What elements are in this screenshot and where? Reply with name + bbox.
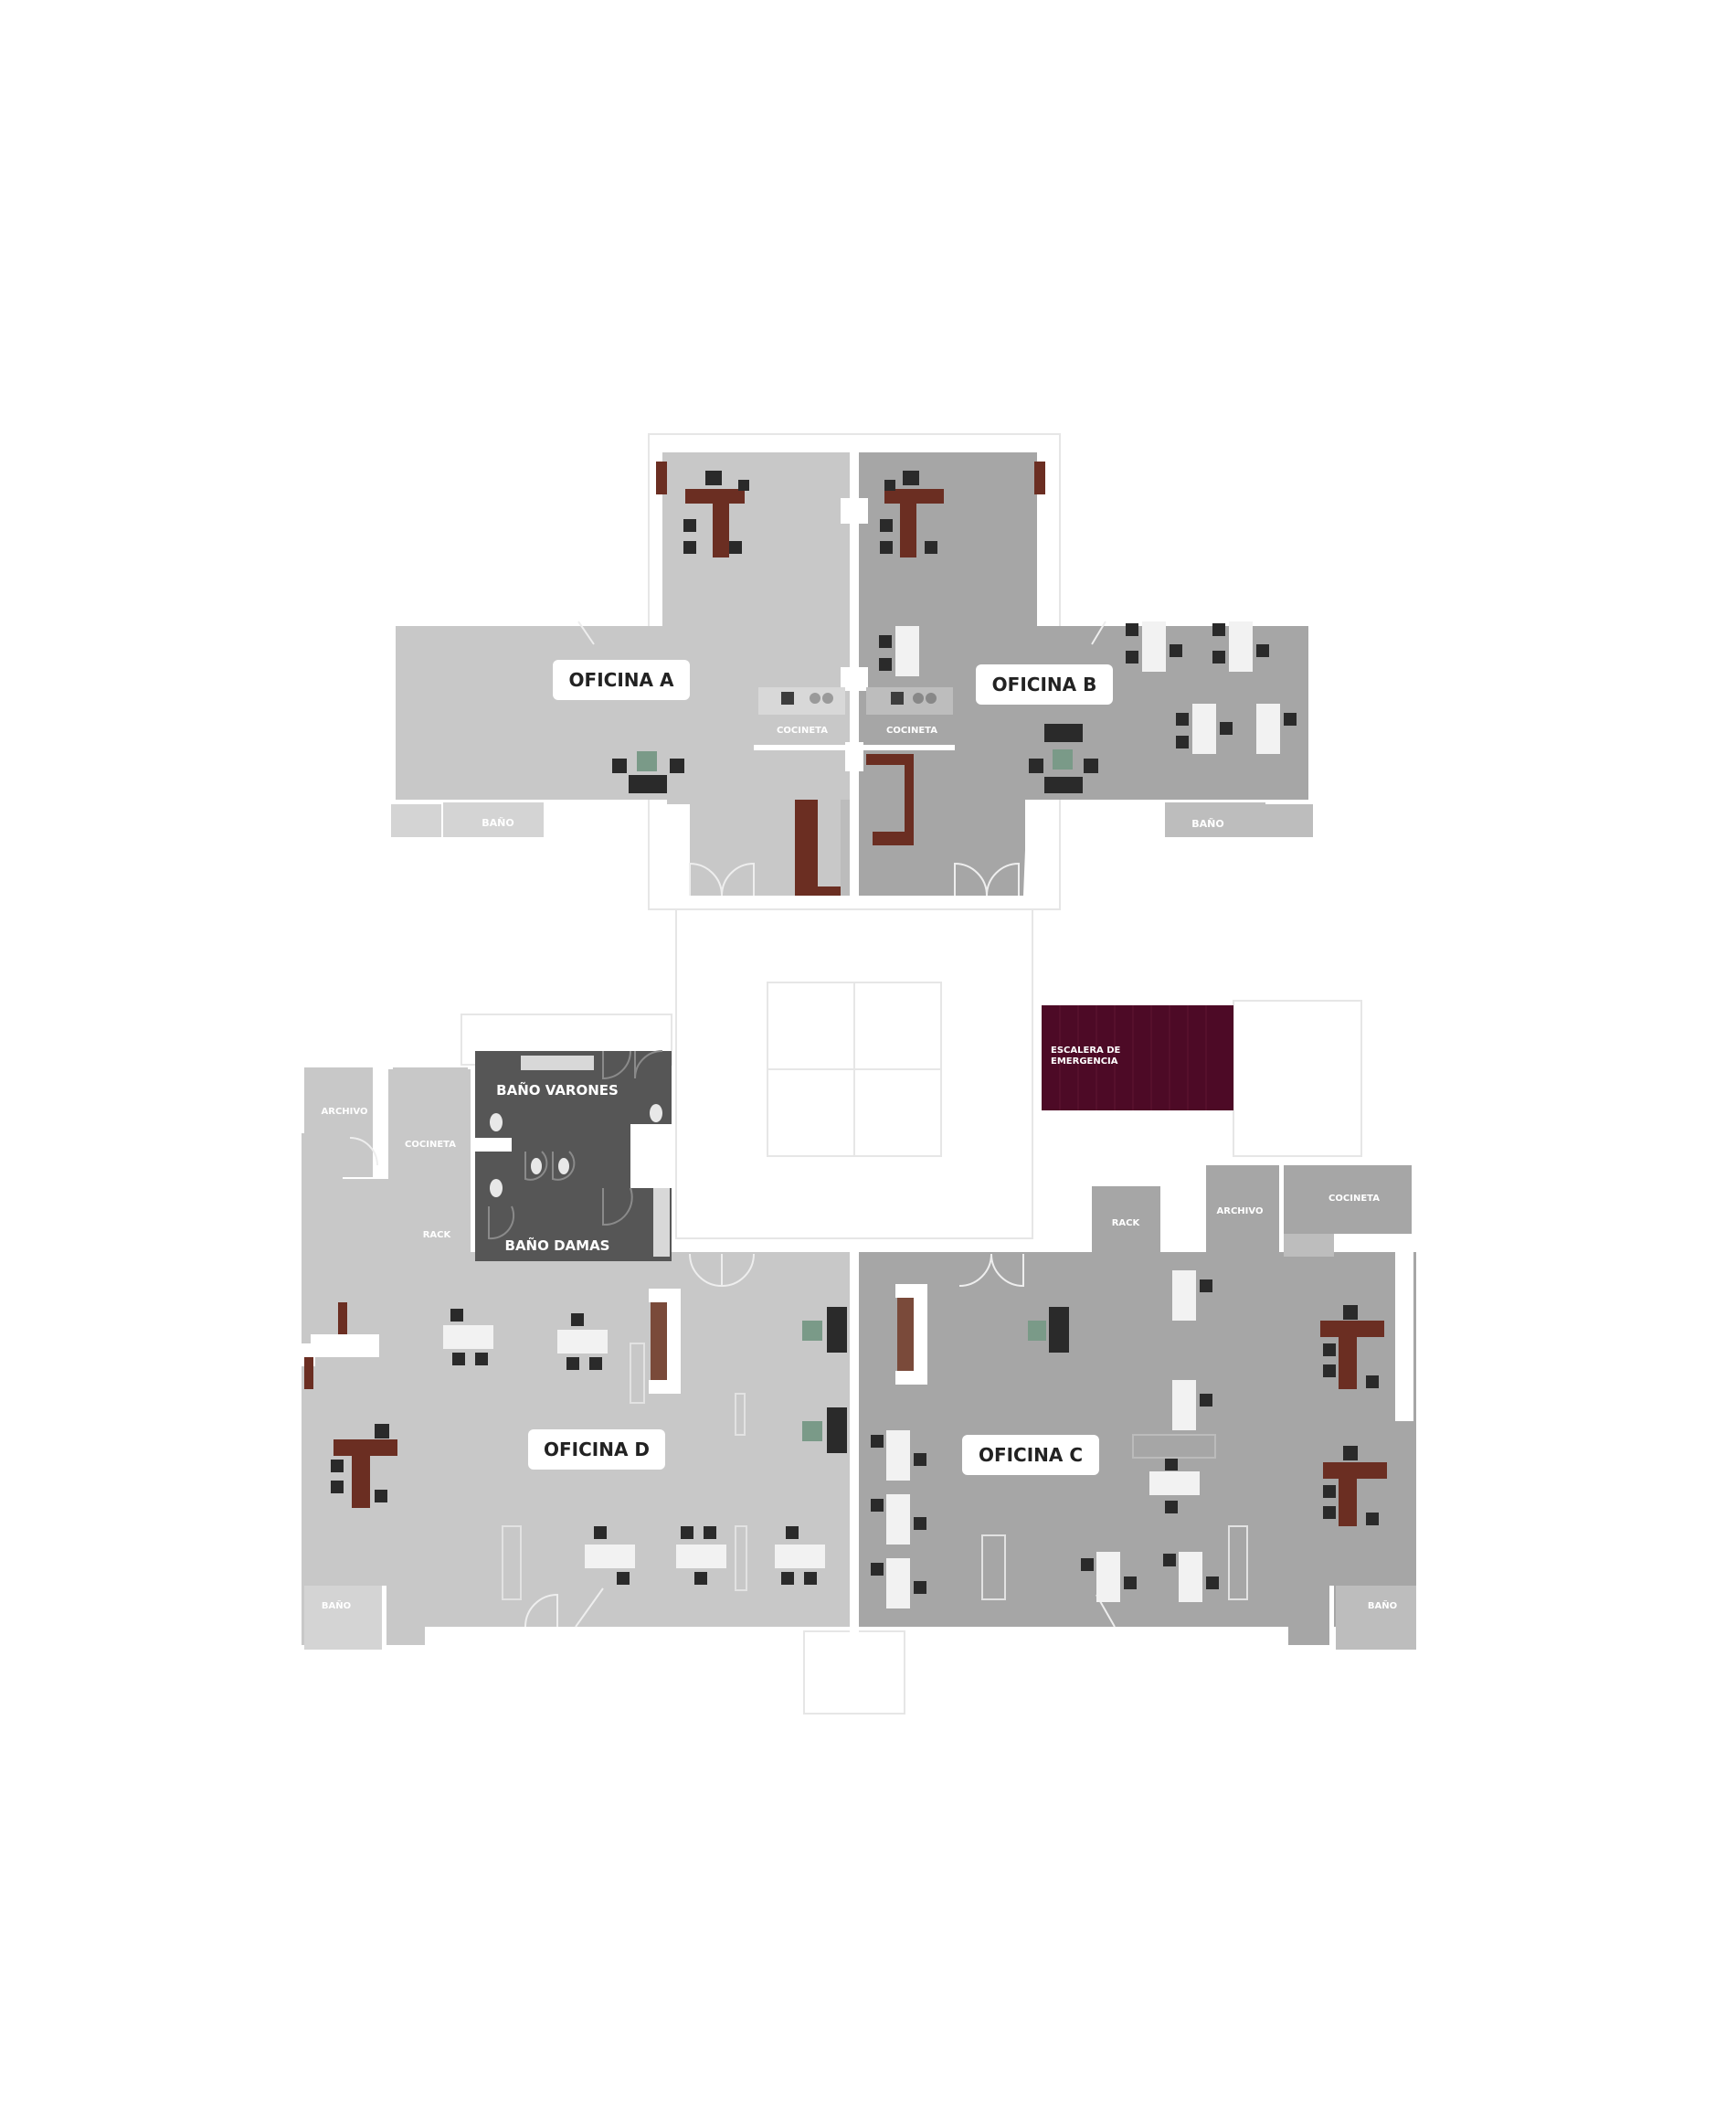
door-arcs-top xyxy=(577,621,1106,897)
label-cocineta-a: COCINETA xyxy=(777,726,828,736)
label-oficina-c-text: OFICINA C xyxy=(979,1444,1083,1466)
reception-counter-b xyxy=(873,754,914,845)
bano-d xyxy=(304,1586,382,1650)
stair-steps xyxy=(1059,1005,1207,1110)
label-oficina-c: OFICINA C xyxy=(962,1435,1099,1475)
emergency-stair xyxy=(1042,1005,1233,1110)
cocineta-b xyxy=(863,687,955,750)
lounges-bottom xyxy=(802,1307,1069,1453)
office-b-bathroom xyxy=(1165,802,1265,837)
label-rack-d: RACK xyxy=(423,1230,452,1240)
bano-damas xyxy=(475,1170,672,1261)
label-archivo-c: ARCHIVO xyxy=(1217,1206,1264,1216)
bano-c xyxy=(1336,1586,1416,1650)
label-archivo-d: ARCHIVO xyxy=(322,1107,368,1117)
label-oficina-a-text: OFICINA A xyxy=(569,669,674,691)
columns xyxy=(502,1343,1248,1600)
office-c xyxy=(859,1165,1416,1650)
cocineta-a xyxy=(754,687,845,750)
rack-d xyxy=(393,1205,468,1250)
label-bano-b: BAÑO xyxy=(1191,818,1223,830)
reception-counter-d xyxy=(649,1289,681,1394)
label-oficina-d: OFICINA D xyxy=(528,1429,665,1470)
workstation-chairs-c xyxy=(871,1279,1219,1594)
label-oficina-a: OFICINA A xyxy=(553,660,690,700)
cocineta-d xyxy=(393,1067,468,1205)
label-bano-c: BAÑO xyxy=(1368,1599,1397,1611)
archivo-c xyxy=(1206,1165,1279,1257)
archivo-d xyxy=(304,1067,373,1177)
label-escalera-1: ESCALERA DE xyxy=(1051,1046,1121,1056)
workstations-d xyxy=(443,1325,825,1568)
exec-desk-d xyxy=(331,1424,397,1508)
rack-c xyxy=(1092,1186,1160,1259)
label-cocineta-c: COCINETA xyxy=(1328,1194,1380,1204)
label-bano-d: BAÑO xyxy=(322,1599,351,1611)
exec-desk-b xyxy=(880,471,944,557)
label-oficina-b: OFICINA B xyxy=(976,664,1113,705)
cocineta-c xyxy=(1284,1165,1412,1234)
label-oficina-d-text: OFICINA D xyxy=(544,1438,650,1460)
label-escalera-2: EMERGENCIA xyxy=(1051,1056,1118,1067)
office-a-bathroom xyxy=(443,802,544,837)
lounge-b xyxy=(1029,724,1098,793)
door-arcs-bottom xyxy=(349,1137,1116,1628)
reception-counter-a xyxy=(795,800,841,896)
label-cocineta-b: COCINETA xyxy=(886,726,937,736)
office-c-floor xyxy=(859,1188,1416,1645)
lounge-a xyxy=(612,751,684,793)
workstations-c xyxy=(886,1270,1202,1608)
exec-desks-c xyxy=(1320,1305,1387,1526)
label-rack-c: RACK xyxy=(1112,1218,1141,1228)
workstations-b xyxy=(895,621,1280,754)
label-cocineta-d: COCINETA xyxy=(405,1140,456,1150)
workstation-chairs-d xyxy=(450,1309,817,1585)
label-bano-damas: BAÑO DAMAS xyxy=(505,1237,610,1254)
exec-desk-a xyxy=(683,471,749,557)
label-bano-a: BAÑO xyxy=(482,817,513,829)
workstation-chairs-b xyxy=(879,623,1297,748)
label-bano-varones: BAÑO VARONES xyxy=(496,1081,619,1099)
reception-counter-c xyxy=(895,1284,927,1385)
restrooms xyxy=(475,1050,672,1261)
label-oficina-b-text: OFICINA B xyxy=(992,674,1097,695)
